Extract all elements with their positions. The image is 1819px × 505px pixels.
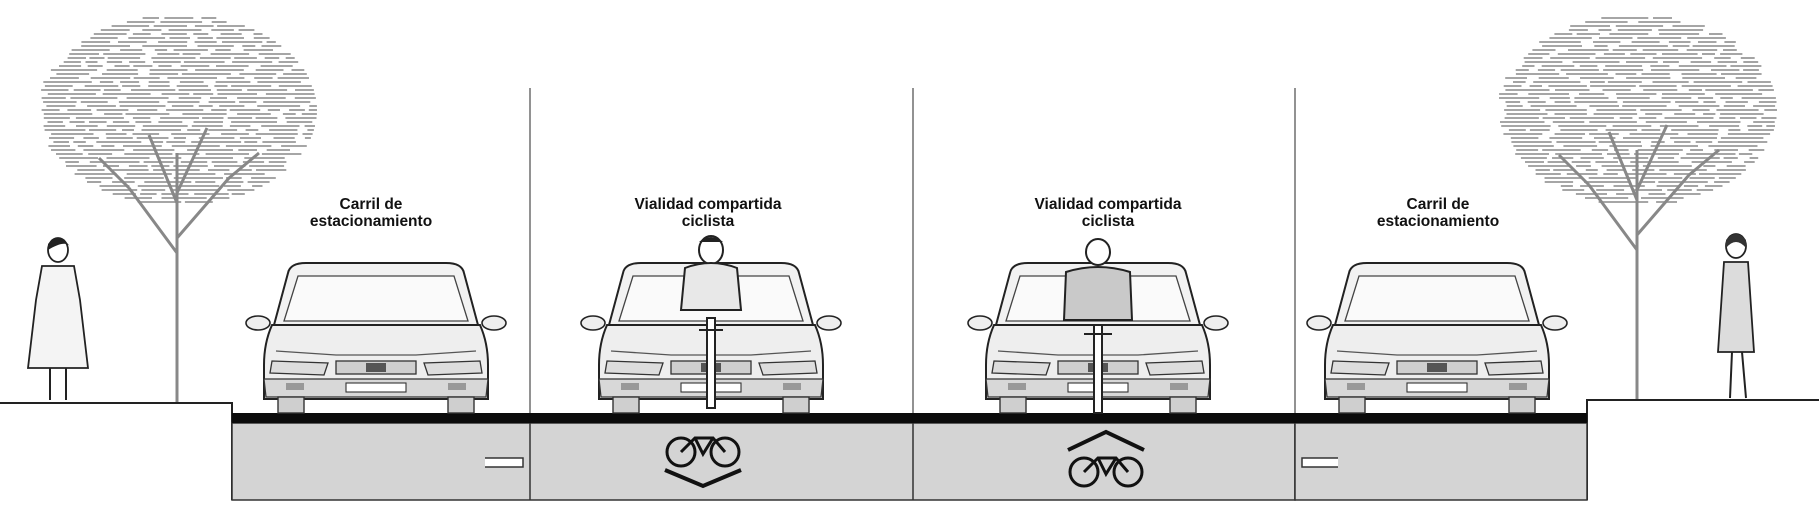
lane-label-line1: Vialidad compartida [634,196,782,213]
lane-label-line1: Carril de [339,196,403,213]
tree-canopies [41,17,1777,203]
lane-label-line2: estacionamiento [1376,213,1500,230]
right-sidewalk [1586,399,1819,500]
parked-car-left [245,262,507,414]
parked-car-right [1306,262,1568,414]
cyclist-left [679,235,743,409]
pedestrian-left [26,237,90,400]
asphalt-surface [232,413,1587,423]
lane-label-line2: ciclista [681,213,735,230]
lane-label-parking-left: Carril de estacionamiento [241,196,501,230]
pedestrian-right [1717,233,1755,399]
lane-label-line1: Carril de [1406,196,1470,213]
lane-label-shared-right: Vialidad compartida ciclista [978,196,1238,230]
lane-label-line1: Vialidad compartida [1034,196,1182,213]
cyclist-right [1062,238,1134,414]
road-slab-right [1294,422,1588,501]
lane-label-line2: ciclista [1081,213,1135,230]
lane-label-parking-right: Carril de estacionamiento [1308,196,1568,230]
slab-joint [485,457,524,468]
slab-joint [1301,457,1338,468]
lane-label-line2: estacionamiento [309,213,433,230]
left-sidewalk [0,402,233,500]
lane-label-shared-left: Vialidad compartida ciclista [578,196,838,230]
